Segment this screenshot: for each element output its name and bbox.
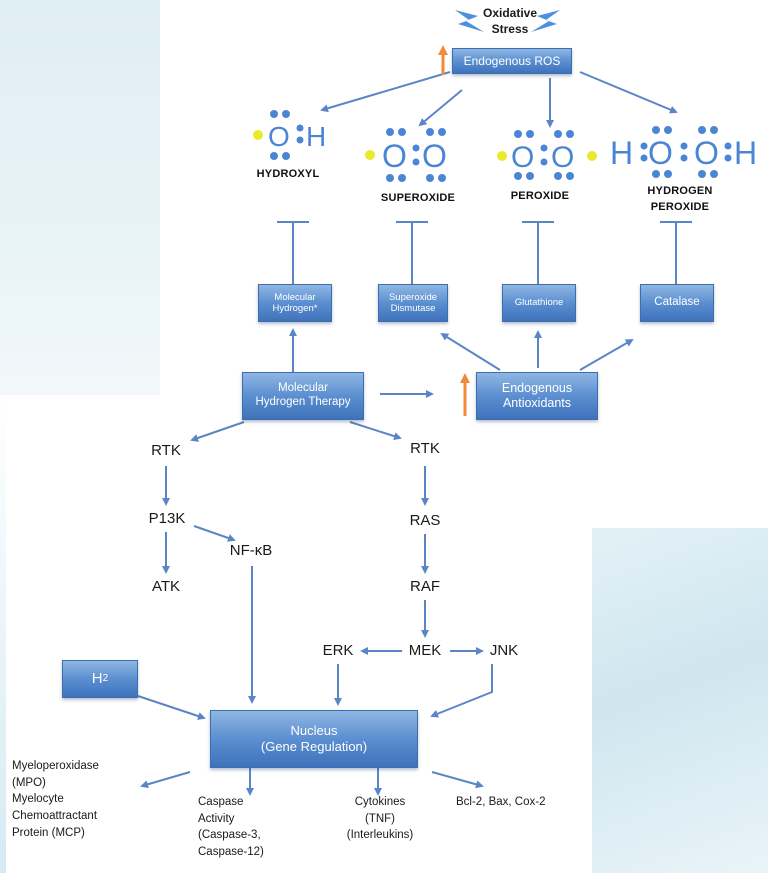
arrow-ros-to-h2o2	[579, 71, 678, 114]
nucleus-box: Nucleus (Gene Regulation)	[210, 710, 418, 768]
inhibition-peroxide	[522, 221, 554, 285]
arrow-nucleus-to-bcl	[431, 771, 484, 789]
lightning-bolt-icon	[455, 10, 484, 32]
p13k-node: P13K	[148, 510, 186, 527]
background-edge-left	[0, 395, 6, 873]
hydroxyl-molecule: O H	[253, 110, 326, 160]
catalase-box: Catalase	[640, 284, 714, 322]
inhibition-hydroxyl	[277, 221, 309, 285]
svg-text:O: O	[648, 135, 673, 171]
arrow-therapy-to-rtk-left	[190, 421, 245, 442]
hydrogen-symbol: H	[306, 121, 326, 152]
mpo-output: Myeloperoxidase (MPO) Myelocyte Chemoatt…	[12, 760, 99, 839]
peroxide-label: PEROXIDE	[510, 190, 570, 202]
mek-node: MEK	[408, 642, 442, 659]
svg-text:H: H	[610, 135, 633, 171]
raf-node: RAF	[410, 578, 440, 595]
arrow-ros-to-hydroxyl	[320, 71, 451, 113]
molecular-hydrogen-box: Molecular Hydrogen*	[258, 284, 332, 322]
bcl-output: Bcl-2, Bax, Cox-2	[456, 796, 546, 808]
arrow-ea-to-sod	[440, 332, 501, 371]
superoxide-label: SUPEROXIDE	[380, 192, 456, 204]
caspase-output: Caspase Activity (Caspase-3, Caspase-12)	[198, 796, 264, 859]
ras-node: RAS	[409, 512, 441, 529]
rtk-right-node: RTK	[410, 440, 440, 457]
inhibition-superoxide	[396, 221, 428, 285]
arrow-ros-to-superoxide	[418, 89, 463, 127]
arrow-nucleus-to-mpo	[140, 771, 191, 789]
background-panel-right	[592, 528, 768, 873]
hydrogen-peroxide-label: HYDROGEN PEROXIDE	[647, 185, 713, 213]
endogenous-ros-box: Endogenous ROS	[452, 48, 572, 74]
arrow-p13k-to-nfkb	[193, 525, 236, 542]
molecular-hydrogen-therapy-box: Molecular Hydrogen Therapy	[242, 372, 364, 420]
nfkb-node: NF-κB	[229, 542, 273, 559]
inhibition-catalase	[660, 221, 692, 285]
oxidative-stress-label: Oxidative Stress	[482, 6, 538, 36]
background-panel-top	[0, 0, 160, 395]
hydrogen-peroxide-molecule: H O O H	[610, 126, 757, 178]
svg-text:O: O	[422, 138, 447, 174]
superoxide-molecule: O O	[365, 128, 447, 182]
superoxide-dismutase-box: Superoxide Dismutase	[378, 284, 448, 322]
rtk-left-node: RTK	[151, 442, 181, 459]
glutathione-box: Glutathione	[502, 284, 576, 322]
svg-text:H: H	[734, 135, 757, 171]
svg-text:O: O	[694, 135, 719, 171]
jnk-node: JNK	[489, 642, 519, 659]
endogenous-antioxidants-box: Endogenous Antioxidants	[476, 372, 598, 420]
erk-node: ERK	[322, 642, 354, 659]
svg-text:O: O	[511, 141, 534, 174]
arrow-ea-to-catalase	[579, 339, 634, 371]
hydroxyl-label: HYDROXYL	[256, 168, 320, 180]
lightning-bolt-icon	[531, 10, 560, 32]
peroxide-molecule: O O	[497, 130, 597, 180]
arrow-jnk-to-nucleus	[430, 664, 493, 718]
cytokines-output: Cytokines (TNF) (Interleukins)	[346, 796, 414, 842]
svg-text:O: O	[382, 138, 407, 174]
arrow-h2-to-nucleus	[137, 695, 206, 720]
oxygen-symbol: O	[268, 121, 290, 152]
atk-node: ATK	[151, 578, 181, 595]
arrow-therapy-to-rtk-right	[349, 421, 402, 440]
svg-text:O: O	[551, 141, 574, 174]
